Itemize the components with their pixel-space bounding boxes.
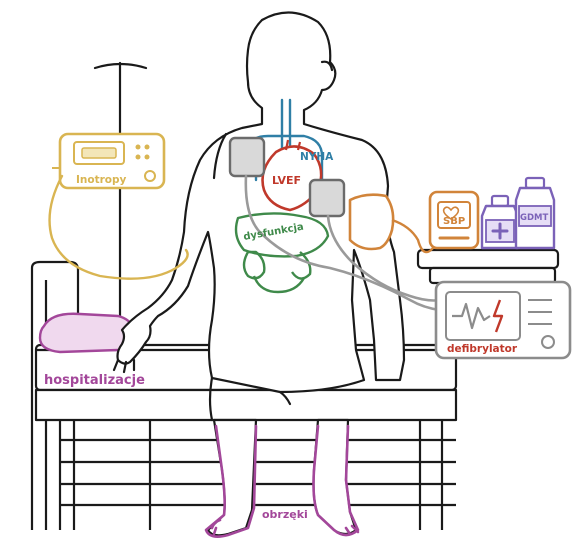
medication-bottle-small bbox=[482, 196, 518, 248]
label-hospitalizacje: hospitalizacje bbox=[44, 373, 145, 388]
label-defibrylator: defibrylator bbox=[447, 343, 518, 355]
label-sbp: SBP bbox=[443, 216, 465, 227]
label-lvef: LVEF bbox=[272, 174, 301, 187]
infusion-line bbox=[50, 176, 188, 279]
bp-cuff bbox=[350, 195, 436, 252]
label-inotropy: Inotropy bbox=[76, 174, 127, 186]
label-obrzeki: obrzęki bbox=[262, 508, 308, 521]
iv-pole bbox=[95, 63, 146, 320]
label-gdmt: GDMT bbox=[520, 213, 548, 223]
patient-body bbox=[114, 12, 404, 535]
label-nyha: NYHA bbox=[300, 151, 334, 163]
